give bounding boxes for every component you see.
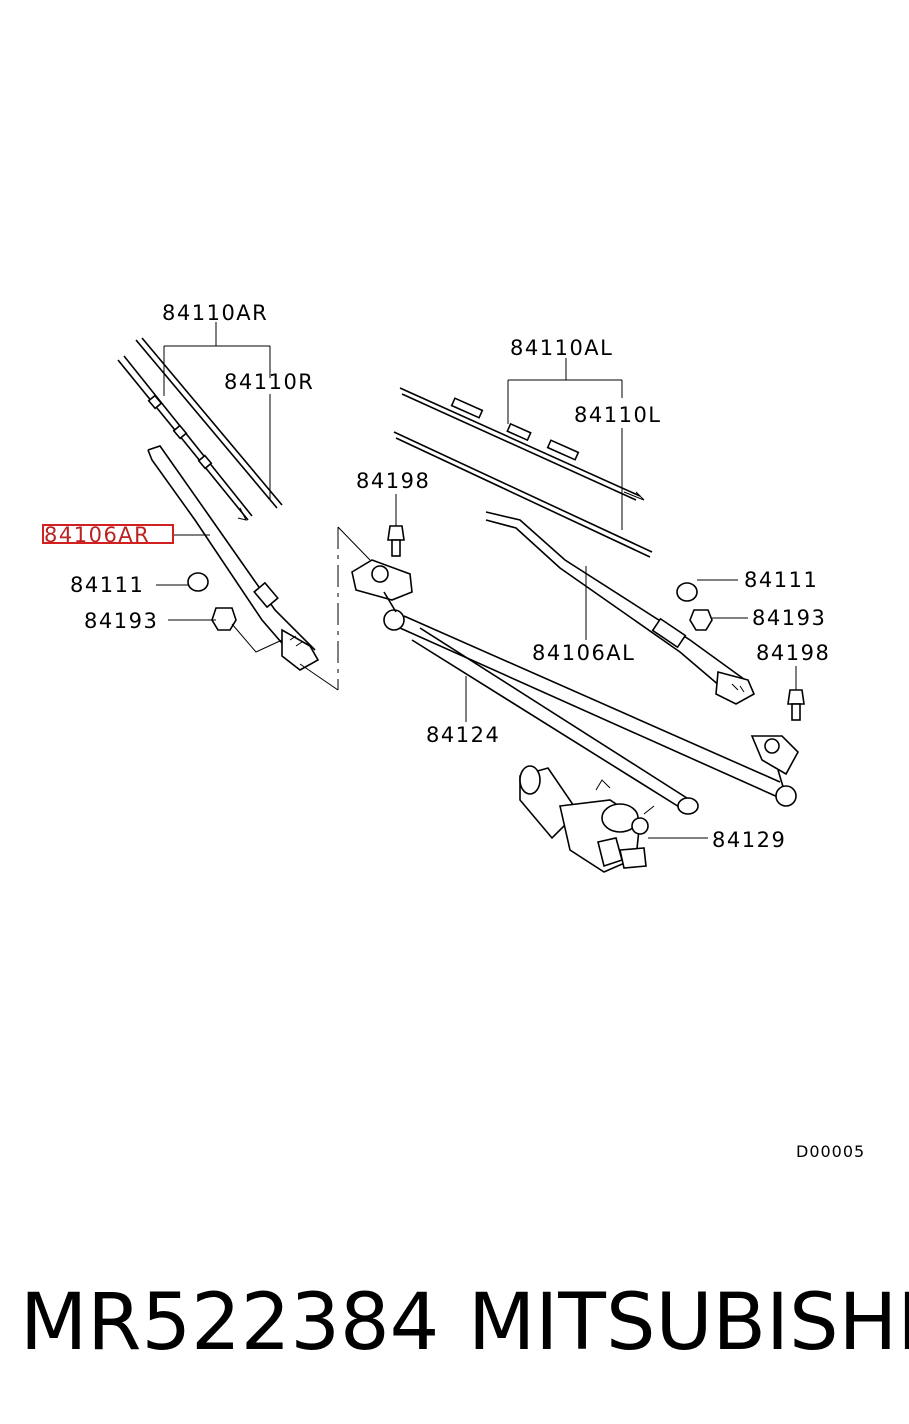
label-nut-cover-left: 84111	[744, 568, 818, 592]
label-nut-right: 84193	[84, 609, 158, 633]
label-blade-rubber-right: 84110R	[224, 370, 314, 394]
footer: MR522384 MITSUBISHI	[0, 1268, 909, 1378]
bolt-right	[787, 689, 805, 721]
right-wiper-arm	[147, 445, 320, 671]
left-wiper-blade	[393, 387, 653, 558]
label-linkage: 84124	[426, 723, 500, 747]
label-bolt-upper: 84198	[356, 469, 430, 493]
bolt-upper	[387, 525, 405, 557]
label-arm-right[interactable]: 84106AR	[44, 523, 150, 547]
label-blade-assy-left: 84110AL	[510, 336, 613, 360]
right-wiper-blade	[117, 337, 283, 521]
label-motor: 84129	[712, 828, 786, 852]
nut-right	[211, 607, 237, 631]
diagram-code: D00005	[796, 1142, 865, 1161]
pivot-dashed-link	[299, 526, 371, 691]
label-arm-left: 84106AL	[532, 641, 635, 665]
highlight-box	[42, 524, 174, 544]
nut-left	[689, 609, 713, 631]
wiper-motor	[519, 765, 655, 873]
left-wiper-arm	[485, 511, 756, 705]
label-nut-cover-right: 84111	[70, 573, 144, 597]
nut-cover-right	[187, 572, 209, 592]
wiper-linkage	[351, 559, 799, 815]
label-nut-left: 84193	[752, 606, 826, 630]
label-blade-rubber-left: 84110L	[574, 403, 662, 427]
part-number: MR522384	[20, 1278, 440, 1368]
label-blade-assy-right: 84110AR	[162, 301, 268, 325]
brand-name: MITSUBISHI	[468, 1278, 909, 1368]
label-bolt-right: 84198	[756, 641, 830, 665]
nut-cover-left	[676, 582, 698, 602]
leader-lines	[156, 322, 797, 839]
